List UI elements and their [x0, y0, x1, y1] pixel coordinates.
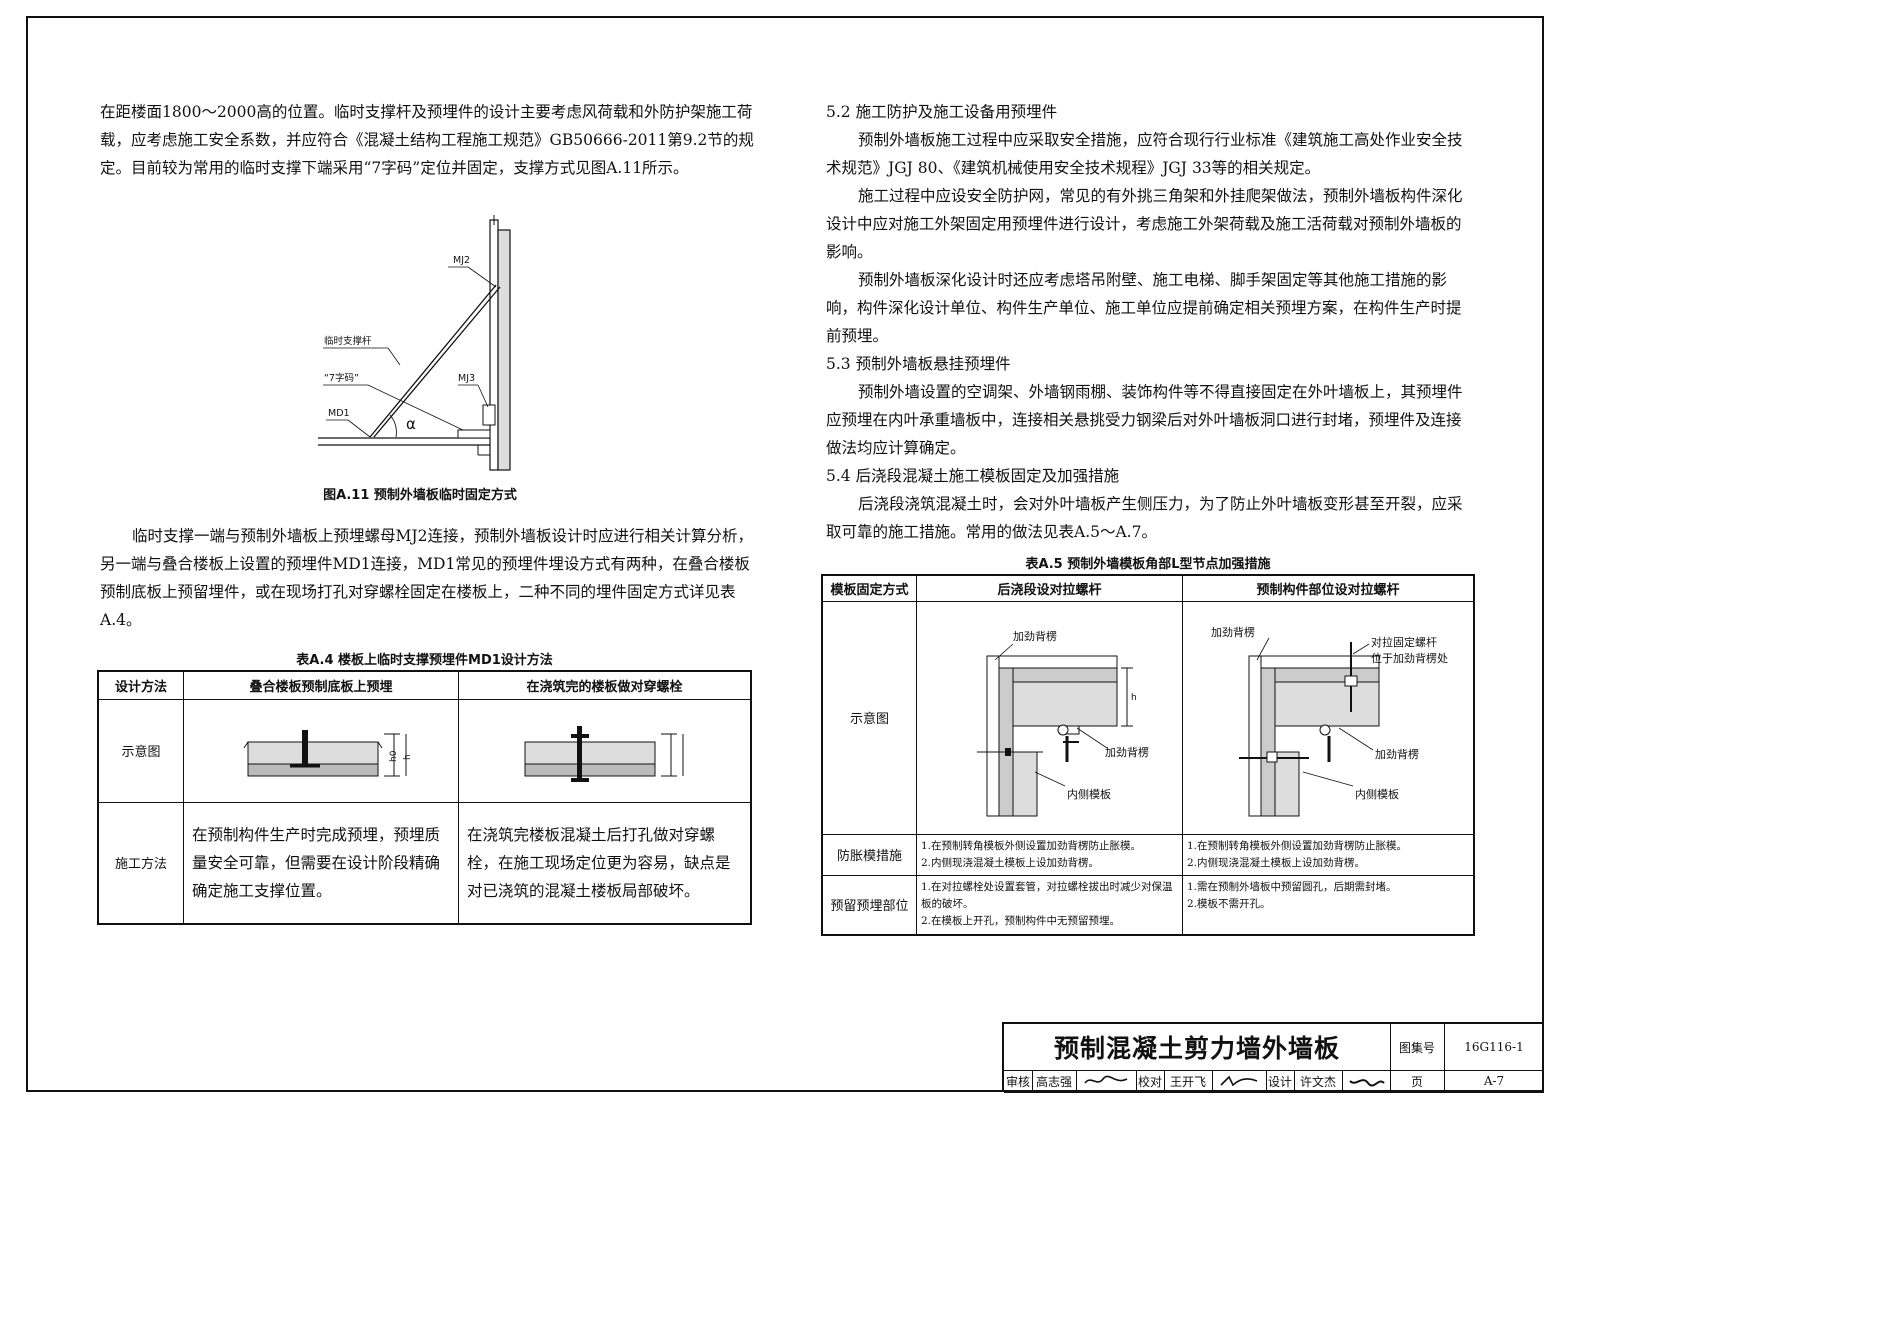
a5-fig2-bot-label: 内侧模板: [1355, 787, 1399, 801]
a4-precast-sketch: h0 h: [243, 729, 413, 776]
a5-reserved-1a: 1.在对拉螺栓处设置套管，对拉螺栓拔出时减少对保温板的破坏。: [921, 880, 1173, 910]
a5-fig1-bot-label: 内侧模板: [1067, 787, 1111, 801]
a5-precast-sketch: 加劲背楞 对拉固定螺杆 位于加劲背楞处 加劲背楞 内侧模板: [1211, 625, 1448, 816]
a4-header-method: 设计方法: [97, 670, 184, 700]
a5-diagram-post-cast: h 加劲背楞 加劲背楞 内侧模板: [916, 600, 1183, 835]
para-5-2-b: 施工过程中应设安全防护网，常见的有外挑三角架和外挂爬架做法，预制外墙板构件深化设…: [826, 187, 1463, 261]
designer-signature: [1342, 1070, 1391, 1093]
designer-name: 许文杰: [1294, 1070, 1343, 1093]
a4-bolt-sketch: [524, 725, 684, 782]
a4-diagram-through-bolt: [458, 698, 752, 803]
a4-dim-h: h: [403, 754, 413, 760]
left-intro: 在距楼面1800～2000高的位置。临时支撑杆及预埋件的设计主要考虑风荷载和外防…: [100, 98, 756, 182]
label-md1: MD1: [328, 408, 350, 419]
a4-row-construction: 施工方法: [97, 801, 184, 925]
a4-header-through-bolt: 在浇筑完的楼板做对穿螺栓: [458, 670, 752, 700]
a5-cell-reserved-1: 1.在对拉螺栓处设置套管，对拉螺栓拔出时减少对保温板的破坏。 2.在模板上开孔，…: [916, 874, 1183, 936]
figure-a11: MJ2 临时支撑杆 “7字码” MJ3 MD1 α: [318, 215, 511, 471]
reviewer-signature: [1076, 1070, 1137, 1093]
section-5-2: 5.2 施工防护及施工设备用预埋件: [826, 103, 1058, 121]
atlas-number-label: 图集号: [1390, 1024, 1445, 1071]
left-body: 临时支撑一端与预制外墙板上预埋螺母MJ2连接，预制外墙板设计时应进行相关计算分析…: [100, 522, 756, 634]
a4-header-precast: 叠合楼板预制底板上预埋: [183, 670, 459, 700]
a5-antibulge-2a: 1.在预制转角模板外侧设置加劲背楞防止胀模。: [1187, 839, 1408, 852]
review-label: 审核: [1004, 1070, 1033, 1093]
a5-row-reserved: 预留预埋部位: [821, 874, 917, 936]
right-text: 5.2 施工防护及施工设备用预埋件 预制外墙板施工过程中应采取安全措施，应符合现…: [826, 98, 1472, 546]
page-number: A-7: [1444, 1070, 1544, 1093]
a5-diagram-precast: 加劲背楞 对拉固定螺杆 位于加劲背楞处 加劲背楞 内侧模板: [1182, 600, 1475, 835]
table-a4-caption: 表A.4 楼板上临时支撑预埋件MD1设计方法: [296, 653, 553, 668]
a4-dim-h0: h0: [389, 750, 399, 762]
label-alpha: α: [406, 415, 416, 433]
a5-fig2-mid-label: 加劲背楞: [1375, 747, 1419, 761]
a5-antibulge-1b: 2.内侧现浇混凝土模板上设加劲背楞。: [921, 856, 1100, 869]
check-label: 校对: [1136, 1070, 1165, 1093]
label-mj3: MJ3: [458, 373, 475, 384]
para-5-2-c: 预制外墙板深化设计时还应考虑塔吊附壁、施工电梯、脚手架固定等其他施工措施的影响，…: [826, 271, 1462, 345]
drawing-title: 预制混凝土剪力墙外墙板: [1004, 1024, 1391, 1071]
section-5-3: 5.3 预制外墙板悬挂预埋件: [826, 355, 1011, 373]
table-a5: 模板固定方式 后浇段设对拉螺杆 预制构件部位设对拉螺杆 示意图: [821, 574, 1475, 936]
a5-fig2-top-label: 加劲背楞: [1211, 625, 1255, 639]
signature-3: [1349, 1079, 1385, 1087]
a5-fig2-note1: 对拉固定螺杆: [1371, 635, 1437, 649]
figure-a11-caption: 图A.11 预制外墙板临时固定方式: [323, 488, 517, 503]
checker-signature: [1212, 1070, 1267, 1093]
table-a5-caption: 表A.5 预制外墙模板角部L型节点加强措施: [1025, 557, 1271, 572]
mj2-leader: [467, 266, 497, 288]
a5-antibulge-1a: 1.在预制转角模板外侧设置加劲背楞防止胀模。: [921, 839, 1142, 852]
a5-cell-antibulge-2: 1.在预制转角模板外侧设置加劲背楞防止胀模。 2.内侧现浇混凝土模板上设加劲背楞…: [1182, 833, 1475, 876]
a5-cell-antibulge-1: 1.在预制转角模板外侧设置加劲背楞防止胀模。 2.内侧现浇混凝土模板上设加劲背楞…: [916, 833, 1183, 876]
label-seven: “7字码”: [324, 372, 359, 384]
label-mj2: MJ2: [453, 255, 470, 266]
table-a4: 设计方法 叠合楼板预制底板上预埋 在浇筑完的楼板做对穿螺栓 示意图 h0 h: [97, 670, 752, 925]
reviewer-name: 高志强: [1032, 1070, 1077, 1093]
a5-reserved-2a: 1.需在预制外墙板中预留圆孔，后期需封堵。: [1187, 880, 1397, 893]
atlas-number: 16G116-1: [1444, 1024, 1544, 1071]
a5-row-anti-bulge: 防胀模措施: [821, 833, 917, 876]
a5-row-diagram: 示意图: [821, 600, 917, 835]
a4-cell-precast-method: 在预制构件生产时完成预埋，预埋质量安全可靠，但需要在设计阶段精确确定施工支撑位置…: [183, 801, 459, 925]
checker-name: 王开飞: [1164, 1070, 1213, 1093]
para-5-4: 后浇段浇筑混凝土时，会对外叶墙板产生侧压力，为了防止外叶墙板变形甚至开裂，应采取…: [826, 495, 1463, 541]
a5-header-post-cast: 后浇段设对拉螺杆: [916, 574, 1183, 602]
left-paragraph-1: 在距楼面1800～2000高的位置。临时支撑杆及预埋件的设计主要考虑风荷载和外防…: [100, 103, 754, 177]
a5-fig1-top-label: 加劲背楞: [1013, 629, 1057, 643]
a4-row-diagram: 示意图: [97, 698, 184, 803]
a5-header-fixing: 模板固定方式: [821, 574, 917, 602]
design-label: 设计: [1266, 1070, 1295, 1093]
a5-header-precast: 预制构件部位设对拉螺杆: [1182, 574, 1475, 602]
signature-1: [1084, 1075, 1128, 1084]
section-5-4: 5.4 后浇段混凝土施工模板固定及加强措施: [826, 467, 1120, 485]
para-5-2-a: 预制外墙板施工过程中应采取安全措施，应符合现行行业标准《建筑施工高处作业安全技术…: [826, 131, 1463, 177]
left-paragraph-2: 临时支撑一端与预制外墙板上预埋螺母MJ2连接，预制外墙板设计时应进行相关计算分析…: [100, 527, 753, 629]
label-brace: 临时支撑杆: [324, 335, 372, 347]
a4-cell-bolt-method: 在浇筑完楼板混凝土后打孔做对穿螺栓，在施工现场定位更为容易，缺点是对已浇筑的混凝…: [458, 801, 752, 925]
page-label: 页: [1390, 1070, 1445, 1093]
drawing-frame: [26, 16, 1544, 1092]
a5-reserved-2b: 2.模板不需开孔。: [1187, 897, 1271, 910]
a5-fig2-note2: 位于加劲背楞处: [1371, 651, 1448, 665]
signature-2: [1220, 1075, 1258, 1087]
a5-cell-reserved-2: 1.需在预制外墙板中预留圆孔，后期需封堵。 2.模板不需开孔。: [1182, 874, 1475, 936]
a5-reserved-1b: 2.在模板上开孔，预制构件中无预留预埋。: [921, 914, 1121, 927]
para-5-3: 预制外墙设置的空调架、外墙钢雨棚、装饰构件等不得直接固定在外叶墙板上，其预埋件应…: [826, 383, 1463, 457]
a5-fig1-mid-label: 加劲背楞: [1105, 745, 1149, 759]
a5-antibulge-2b: 2.内侧现浇混凝土模板上设加劲背楞。: [1187, 856, 1366, 869]
title-block: 预制混凝土剪力墙外墙板 图集号 16G116-1 审核 高志强 校对 王开飞 设…: [1002, 1022, 1544, 1093]
a5-fig1-dim: h: [1131, 693, 1137, 703]
a4-diagram-precast: h0 h: [183, 698, 459, 803]
a5-postcast-sketch: h 加劲背楞 加劲背楞 内侧模板: [977, 629, 1149, 816]
